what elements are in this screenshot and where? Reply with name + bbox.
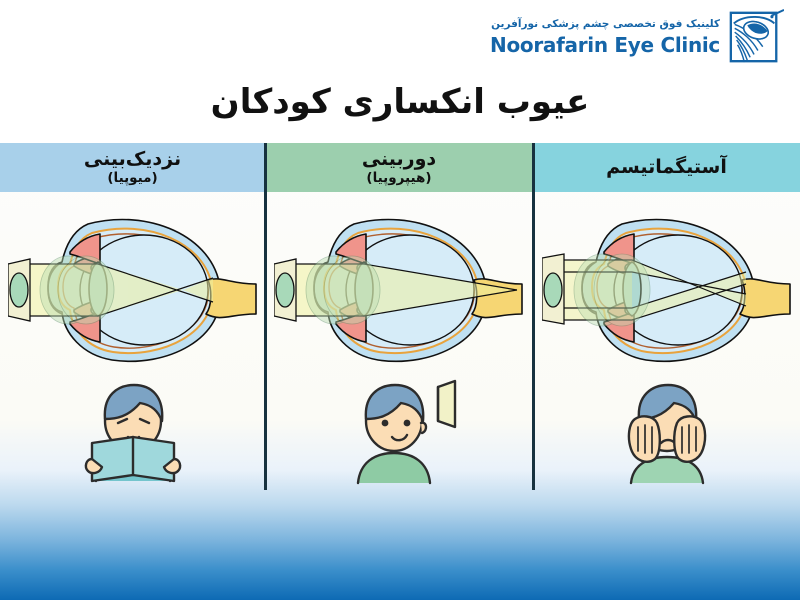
column-divider-1 (264, 143, 267, 490)
logo-text: کلینیک فوق تخصصی چشم پزشکی نورآفرین Noor… (490, 19, 720, 56)
child-illustration-astigmatism (533, 375, 800, 485)
column-header-hyperopia: دوربینی (هیپروپیا) (265, 143, 533, 192)
eye-diagram-myopia (0, 199, 265, 374)
column-title-hyperopia: دوربینی (361, 147, 437, 170)
page-title: عیوب انکساری کودکان (210, 82, 590, 122)
eye-diagram-hyperopia (265, 199, 533, 374)
column-title-myopia: نزدیک‌بینی (83, 147, 182, 170)
column-subtitle-hyperopia: (هیپروپیا) (366, 169, 432, 186)
bird-eye-mark-icon (729, 9, 784, 63)
column-header-astigmatism: آستیگماتیسم (533, 143, 800, 192)
comparison-columns: نزدیک‌بینی (میوپیا) (0, 143, 800, 500)
column-divider-2 (532, 143, 535, 490)
eye-diagram-astigmatism (533, 199, 800, 374)
column-subtitle-myopia: (میوپیا) (107, 169, 158, 186)
child-illustration-hyperopia (265, 375, 533, 485)
column-myopia: نزدیک‌بینی (میوپیا) (0, 143, 265, 500)
column-header-myopia: نزدیک‌بینی (میوپیا) (0, 143, 265, 192)
logo-english-name: Noorafarin Eye Clinic (490, 33, 720, 58)
logo-persian-name: کلینیک فوق تخصصی چشم پزشکی نورآفرین (491, 17, 720, 30)
child-illustration-myopia (0, 375, 265, 485)
column-astigmatism: آستیگماتیسم (533, 143, 800, 500)
column-hyperopia: دوربینی (هیپروپیا) (265, 143, 533, 500)
clinic-logo: کلینیک فوق تخصصی چشم پزشکی نورآفرین Noor… (490, 6, 784, 68)
column-title-astigmatism: آستیگماتیسم (606, 155, 727, 178)
